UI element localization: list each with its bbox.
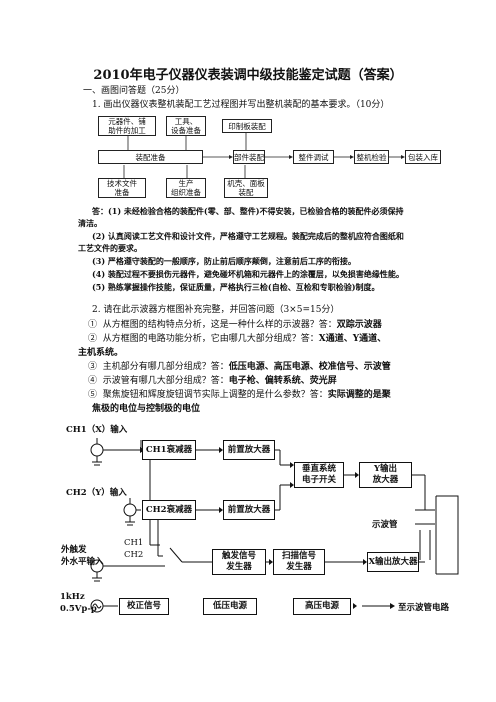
- answer-1-line: (4) 装配过程不要损伤元器件，避免碰坏机箱和元器件上的涂覆层，以免损害绝缘性能…: [92, 269, 404, 279]
- flow-box-tools-prep: 工具、 设备准备: [166, 116, 206, 136]
- q2-item-3: ③ 主机部分有哪几部分组成？答：低压电源、高压电源、校准信号、示波管: [88, 362, 391, 372]
- ch2-preamp-block: 前置放大器: [223, 500, 275, 520]
- q2-item-5: ⑤ 聚焦旋钮和辉度旋钮调节实际上调整的是什么参数？答：实际调整的是聚: [88, 390, 391, 400]
- sweep-generator-block: 扫描信号 发生器: [273, 549, 325, 575]
- question-2: 2. 请在此示波器方框图补充完整，并回答问题（3×5=15分）: [92, 305, 340, 315]
- flow-box-packaging: 包装入库: [405, 150, 441, 164]
- flow-box-component-assembly: 部件装配: [233, 150, 265, 164]
- flow-box-pcb-assembly: 印制板装配: [222, 119, 272, 133]
- low-voltage-supply-block: 低压电源: [203, 598, 257, 615]
- vertical-switch-block: 垂直系统 电子开关: [294, 462, 344, 488]
- q2-item-4: ④ 示波管有哪几大部分组成？答：电子枪、偏转系统、荧光屏: [88, 376, 337, 386]
- ch1-attenuator-block: CH1衰减器: [142, 440, 196, 460]
- q2-item-2-cont: 主机系统。: [78, 348, 124, 358]
- calibrator-signal-block: 校正信号: [119, 598, 169, 615]
- answer-1-line: (3) 严格遵守装配的一般顺序，防止前后顺序颠倒，注意前后工序的衔接。: [92, 256, 356, 266]
- q2-item-5-cont: 焦极的电位与控制极的电位: [92, 404, 201, 414]
- ch1-input-label: CH1（X）输入: [66, 425, 128, 435]
- flow-box-inspection: 整机检验: [354, 150, 389, 164]
- answer-1-line: 工艺文件的要求。: [78, 243, 142, 253]
- ch1-preamp-block: 前置放大器: [223, 440, 275, 460]
- flow-box-debug: 整件调试: [293, 150, 334, 164]
- calibrator-frequency-label: 1kHz 0.5Vp-p: [60, 592, 97, 614]
- flow-box-production-org: 生产 组织准备: [166, 178, 206, 198]
- external-trigger-label: 外触发 外水平输入: [61, 545, 104, 567]
- answer-1-line: 答：(1) 未经检验合格的装配件(零、部、整件)不得安装，已检验合格的装配件必须…: [92, 206, 404, 216]
- answer-1-line: (5) 熟练掌握操作技能，保证质量，严格执行三检(自检、互检和专职检验)制度。: [92, 282, 380, 292]
- crt-label: 示波管: [372, 520, 398, 530]
- ch2-input-label: CH2（Y）输入: [66, 488, 127, 498]
- flow-box-tech-docs: 技术文件 准备: [98, 178, 146, 198]
- high-voltage-supply-block: 高压电源: [293, 598, 351, 615]
- q2-item-1: ① 从方框图的结构特点分析，这是一种什么样的示波器？答：双踪示波器: [88, 320, 382, 330]
- flow-box-components-processing: 元器件、铺 助件的加工: [98, 116, 156, 136]
- section-heading: 一、画图问答题（25分）: [83, 86, 185, 96]
- flow-box-assembly-prep: 装配准备: [98, 150, 203, 164]
- ch2-attenuator-block: CH2衰减器: [142, 500, 196, 520]
- q2-item-2: ② 从方框图的电路功能分析，它由哪几大部分组成？答：X通道、Y通道、: [88, 334, 387, 344]
- x-output-amp-block: X输出放大器: [367, 552, 419, 572]
- question-1: 1. 画出仪器仪表整机装配工艺过程图并写出整机装配的基本要求。（10分）: [92, 100, 390, 110]
- ch1-tap-label: CH1: [124, 538, 144, 548]
- to-crt-circuit-label: 至示波管电路: [398, 603, 450, 613]
- answer-1-line: (2) 认真阅读工艺文件和设计文件，严格遵守工艺规程。装配完成后的整机应符合图纸…: [92, 231, 404, 241]
- document-title: 2010年电子仪器仪表装调中级技能鉴定试题（答案）: [93, 68, 403, 83]
- flow-box-chassis-assembly: 机壳、面板 装配: [224, 178, 268, 198]
- answer-1-line: 清洁。: [78, 218, 102, 228]
- ch2-tap-label: CH2: [124, 550, 144, 560]
- y-output-amp-block: Y输出 放大器: [359, 462, 412, 488]
- trigger-generator-block: 触发信号 发生器: [212, 549, 266, 575]
